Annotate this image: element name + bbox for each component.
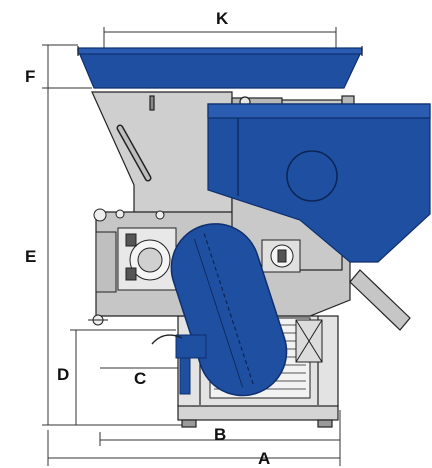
dim-label-d: D <box>57 365 70 384</box>
dim-label-f: F <box>25 67 36 86</box>
hopper-tray <box>77 46 363 89</box>
lower-bracket <box>175 334 207 395</box>
lever-arm <box>151 334 183 345</box>
dim-label-b: B <box>214 425 227 444</box>
rotor-details <box>88 208 301 326</box>
dim-label-e: E <box>25 247 37 266</box>
dim-label-a: A <box>258 449 271 468</box>
discharge-chute <box>207 103 431 331</box>
dimension-lines <box>42 27 341 466</box>
dim-label-k: K <box>216 9 229 28</box>
dim-label-c: C <box>134 369 147 388</box>
